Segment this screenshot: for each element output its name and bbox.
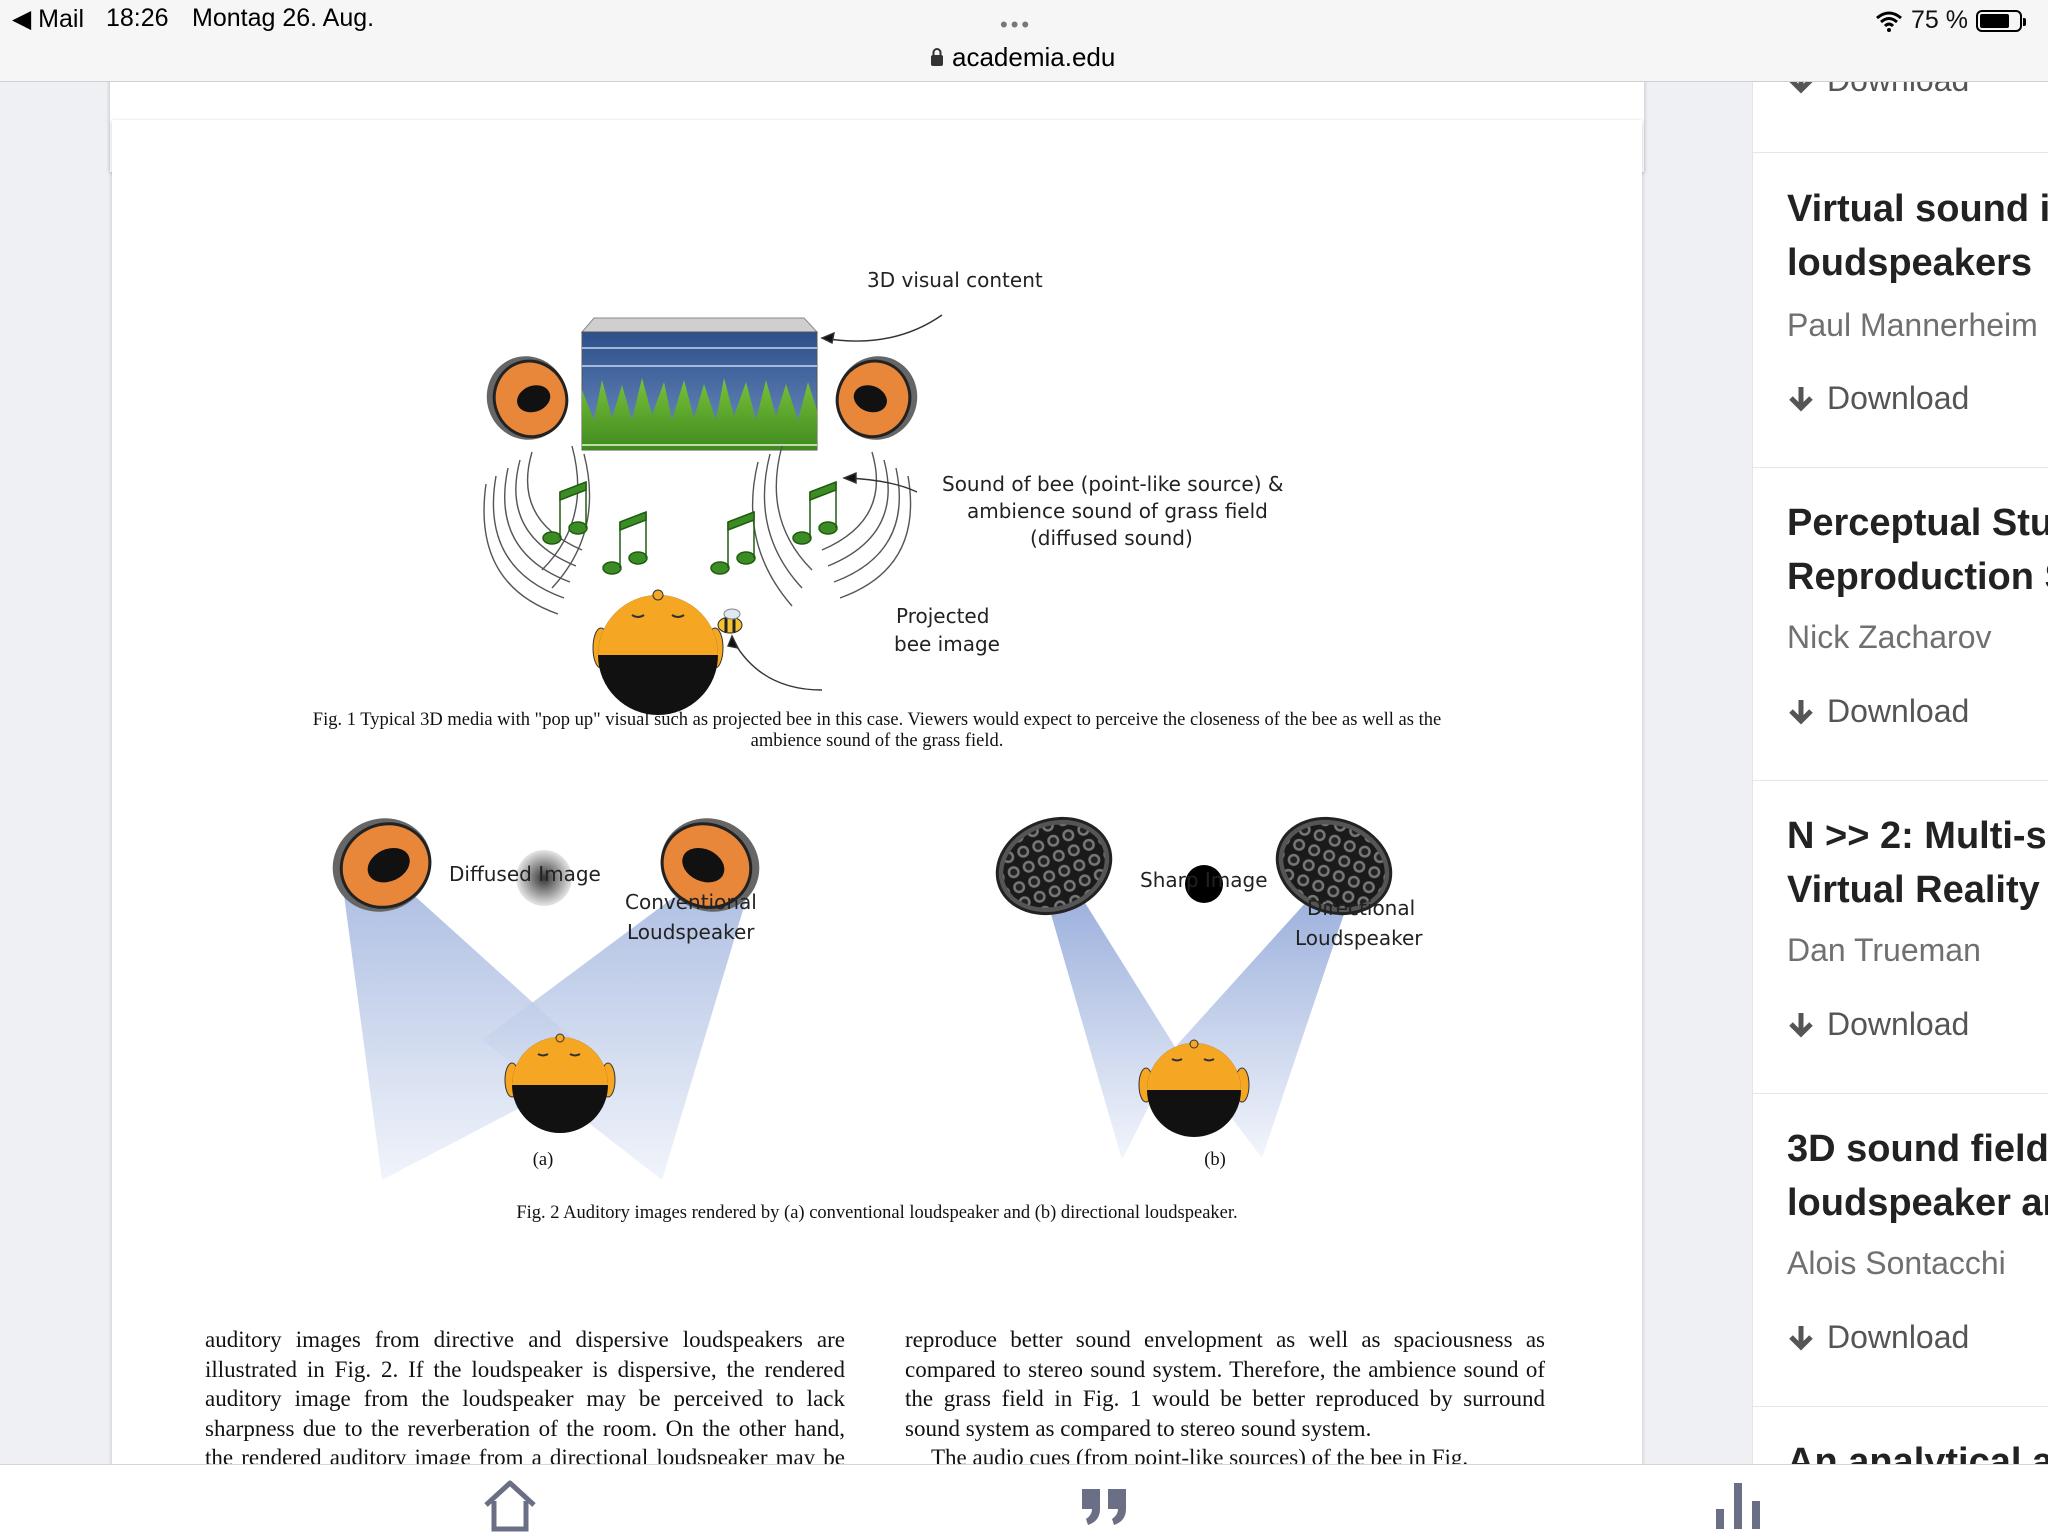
- music-notes-icon: [542, 480, 838, 575]
- label-directional: Directional: [1307, 896, 1416, 920]
- label-bee-image: bee image: [894, 632, 1000, 656]
- status-date: Montag 26. Aug.: [192, 4, 375, 32]
- label-sound-of-bee-2: ambience sound of grass field: [967, 499, 1268, 523]
- download-button[interactable]: Download: [1787, 380, 1969, 417]
- download-arrow-icon: [1789, 1325, 1813, 1351]
- related-paper-author[interactable]: Dan Trueman: [1787, 932, 1981, 968]
- document-viewer[interactable]: 3D visual content Sound of bee (point-li…: [0, 82, 1752, 1464]
- download-arrow-icon: [1789, 699, 1813, 725]
- download-button[interactable]: Download: [1787, 693, 1969, 730]
- wifi-icon: [1876, 11, 1902, 32]
- speaker-left-icon: [486, 356, 569, 440]
- label-sharp-image: Sharp Image: [1140, 868, 1268, 892]
- url-field[interactable]: academia.edu: [930, 40, 1115, 74]
- text-column-right: reproduce better sound envelopment as we…: [905, 1327, 1545, 1464]
- bee-icon: [717, 608, 743, 634]
- related-paper-author[interactable]: Nick Zacharov: [1787, 619, 1992, 655]
- subfigure-b-label: (b): [1204, 1150, 1226, 1170]
- quote-icon[interactable]: [1076, 1475, 1136, 1535]
- subfigure-a-label: (a): [532, 1150, 554, 1170]
- label-diffused-image: Diffused Image: [449, 862, 601, 886]
- stats-icon[interactable]: [1708, 1475, 1768, 1535]
- status-time: 18:26: [106, 4, 169, 32]
- download-button[interactable]: Download: [1787, 82, 1969, 99]
- label-3d-visual-content: 3D visual content: [867, 268, 1043, 292]
- download-button[interactable]: Download: [1787, 1319, 1969, 1356]
- battery-icon: [1976, 9, 2026, 32]
- document-page: 3D visual content Sound of bee (point-li…: [112, 120, 1642, 1464]
- back-to-mail-link[interactable]: ◀ Mail: [12, 5, 85, 33]
- figure-2-caption: Fig. 2 Auditory images rendered by (a) c…: [516, 1203, 1238, 1223]
- home-icon[interactable]: [480, 1475, 540, 1535]
- label-conventional-loudspeaker: Loudspeaker: [627, 920, 755, 944]
- status-and-url-bar: ◀ Mail 18:26 Montag 26. Aug. ••• academi…: [0, 0, 2048, 82]
- related-paper-title[interactable]: An analytical ap: [1787, 1441, 2048, 1464]
- figure-2a-illustration: [332, 818, 760, 1180]
- listener-head-icon: [592, 589, 724, 715]
- battery-percent: 75 %: [1911, 6, 1968, 34]
- label-sound-of-bee-3: (diffused sound): [1030, 526, 1193, 550]
- speaker-right-icon: [835, 356, 918, 440]
- lock-icon: [931, 48, 943, 66]
- download-button[interactable]: Download: [1787, 1006, 1969, 1043]
- text-column-left: auditory images from directive and dispe…: [205, 1327, 845, 1464]
- label-projected: Projected: [896, 604, 990, 628]
- speaker-a-left-icon: [332, 818, 432, 912]
- download-arrow-icon: [1789, 386, 1813, 412]
- related-paper-author[interactable]: Paul Mannerheim: [1787, 307, 2038, 343]
- url-text: academia.edu: [952, 41, 1116, 72]
- download-arrow-icon: [1789, 82, 1813, 94]
- label-directional-loudspeaker: Loudspeaker: [1295, 926, 1423, 950]
- directional-speaker-right-icon: [1275, 816, 1393, 916]
- figure-1-illustration: [483, 314, 943, 715]
- status-indicators: 75 %: [1875, 6, 2026, 35]
- listener-b-icon: [1138, 1039, 1250, 1137]
- multitasking-dots-icon[interactable]: •••: [1000, 12, 1033, 37]
- label-sound-of-bee-1: Sound of bee (point-like source) &: [942, 472, 1284, 496]
- label-conventional: Conventional: [625, 890, 757, 914]
- listener-a-icon: [504, 1033, 616, 1133]
- directional-speaker-left-icon: [995, 816, 1113, 916]
- figure-2b-illustration: [995, 816, 1393, 1160]
- related-paper-author[interactable]: Alois Sontacchi: [1787, 1245, 2006, 1281]
- download-arrow-icon: [1789, 1012, 1813, 1038]
- bottom-tab-bar: [0, 1464, 2048, 1536]
- speaker-a-right-icon: [660, 818, 760, 912]
- figure-1-caption: Fig. 1 Typical 3D media with "pop up" vi…: [312, 710, 1442, 751]
